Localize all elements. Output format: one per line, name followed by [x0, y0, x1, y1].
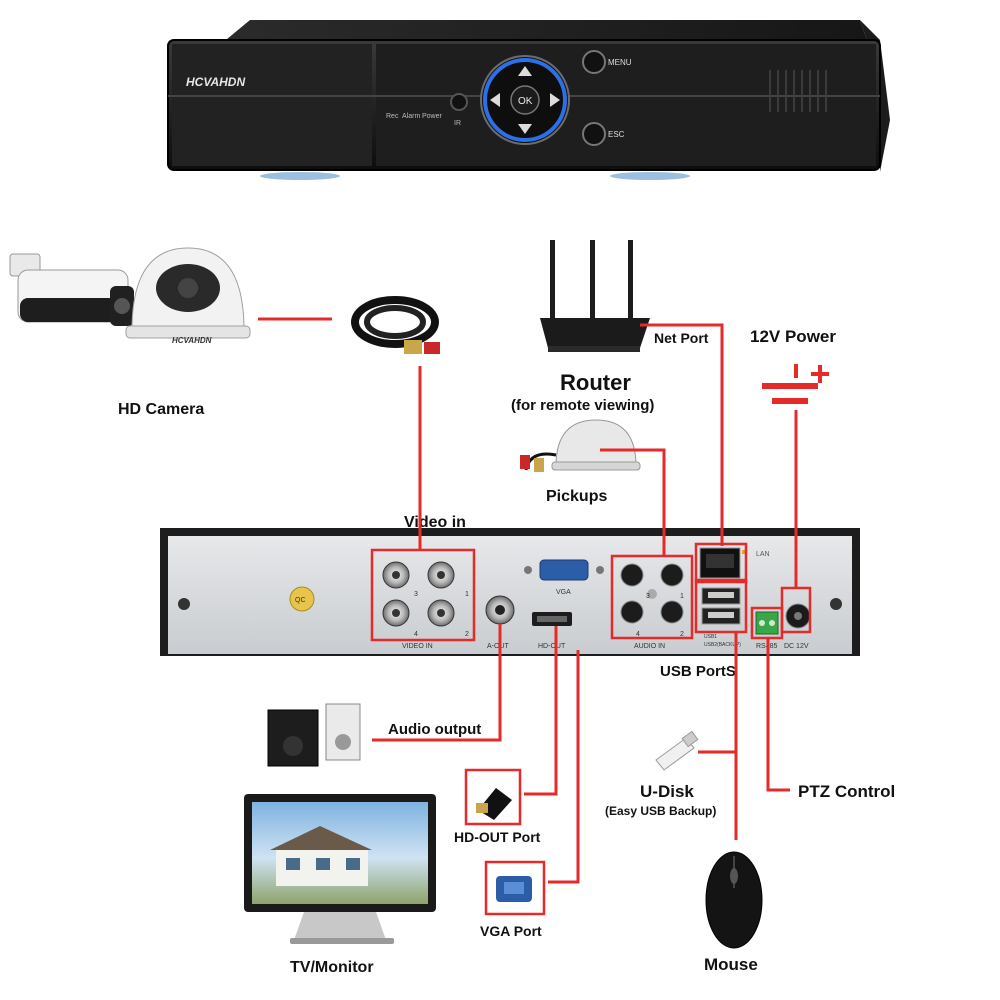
led-alarm-label: Alarm — [402, 113, 420, 120]
vga-port-label: VGA Port — [480, 923, 542, 939]
dc-panel-label: DC 12V — [784, 643, 809, 650]
menu-button[interactable] — [582, 50, 606, 74]
menu-label: MENU — [608, 58, 632, 67]
u-disk-label: U-Disk — [640, 782, 694, 801]
audio-in-panel-label: AUDIO IN — [634, 643, 665, 650]
speakers-icon — [267, 703, 361, 767]
connection-lines — [258, 317, 798, 884]
vga-port[interactable] — [539, 559, 589, 581]
net-port-label: Net Port — [654, 330, 709, 346]
video-port-num-4: 4 — [414, 631, 418, 638]
ir-sensor — [450, 93, 468, 111]
dome-camera: HCVAHDN — [125, 247, 251, 345]
bullet-camera — [9, 253, 134, 326]
audio-output-label: Audio output — [388, 721, 481, 738]
router-subtitle: (for remote viewing) — [511, 397, 654, 414]
led-power-label: Power — [422, 113, 443, 120]
pickups-label: Pickups — [546, 488, 607, 505]
bnc-cable-icon — [351, 296, 440, 354]
audio-port-num-1: 1 — [680, 593, 684, 600]
dc-power-symbol-icon — [762, 364, 829, 404]
router-label: Router — [560, 370, 631, 395]
dvr-rear-panel: QC 3 1 4 2 VIDEO IN A-OUT VGA HD-OUT — [160, 528, 860, 656]
esc-button[interactable] — [582, 122, 606, 146]
vga-cable-icon — [484, 860, 546, 916]
ok-label: OK — [518, 96, 533, 107]
nav-right-arrow[interactable] — [550, 93, 560, 107]
ok-button[interactable] — [510, 85, 540, 115]
u-disk-subtitle: (Easy USB Backup) — [605, 804, 716, 818]
led-rec-label: Rec — [386, 113, 399, 120]
lan-panel-label: LAN — [756, 551, 770, 558]
qc-label: QC — [295, 597, 306, 604]
mouse-label: Mouse — [704, 955, 758, 974]
tv-monitor-icon — [244, 794, 436, 944]
dvr-front-unit: HCVAHDN Rec Alarm Power IR OK MENU ESC — [167, 20, 890, 180]
video-port-num-2: 2 — [465, 631, 469, 638]
router-icon — [540, 240, 650, 352]
audio-port-num-4: 4 — [636, 631, 640, 638]
audio-port-num-2: 2 — [680, 631, 684, 638]
hdmi-cable-icon — [464, 768, 522, 826]
nav-up-arrow[interactable] — [518, 66, 532, 76]
audio-port-num-3: 3 — [646, 593, 650, 600]
dvr-brand-label: HCVAHDN — [186, 75, 245, 89]
esc-label: ESC — [608, 130, 625, 139]
pickup-microphone-icon — [520, 419, 641, 472]
hd-camera-label: HD Camera — [118, 401, 204, 418]
front-vent — [769, 70, 827, 112]
nav-down-arrow[interactable] — [518, 124, 532, 134]
nav-left-arrow[interactable] — [490, 93, 500, 107]
video-in-ports[interactable] — [382, 561, 455, 627]
hd-camera-group: HCVAHDN HD Camera — [9, 247, 251, 418]
usb-ports-label: USB PortS — [660, 663, 736, 680]
hd-out-panel-label: HD-OUT — [538, 643, 566, 650]
audio-out-panel-label: A-OUT — [487, 643, 510, 650]
usb2-panel-label: USB2(BACKUP) — [704, 642, 741, 648]
rs485-terminal[interactable] — [755, 611, 779, 635]
audio-in-ports[interactable] — [620, 563, 684, 624]
tv-monitor-label: TV/Monitor — [290, 959, 374, 976]
ptz-control-label: PTZ Control — [798, 782, 895, 801]
camera-brand-label: HCVAHDN — [172, 336, 212, 345]
usb-disk-icon — [655, 730, 699, 771]
video-port-num-3: 3 — [414, 591, 418, 598]
vga-panel-label: VGA — [556, 589, 571, 596]
video-in-panel-label: VIDEO IN — [402, 643, 433, 650]
mouse-icon — [705, 851, 763, 949]
video-port-num-1: 1 — [465, 591, 469, 598]
hd-out-port-label: HD-OUT Port — [454, 829, 541, 845]
qc-sticker — [289, 586, 315, 612]
ir-label: IR — [454, 120, 461, 127]
usb1-panel-label: USB1 — [704, 634, 717, 640]
power-label: 12V Power — [750, 327, 836, 346]
